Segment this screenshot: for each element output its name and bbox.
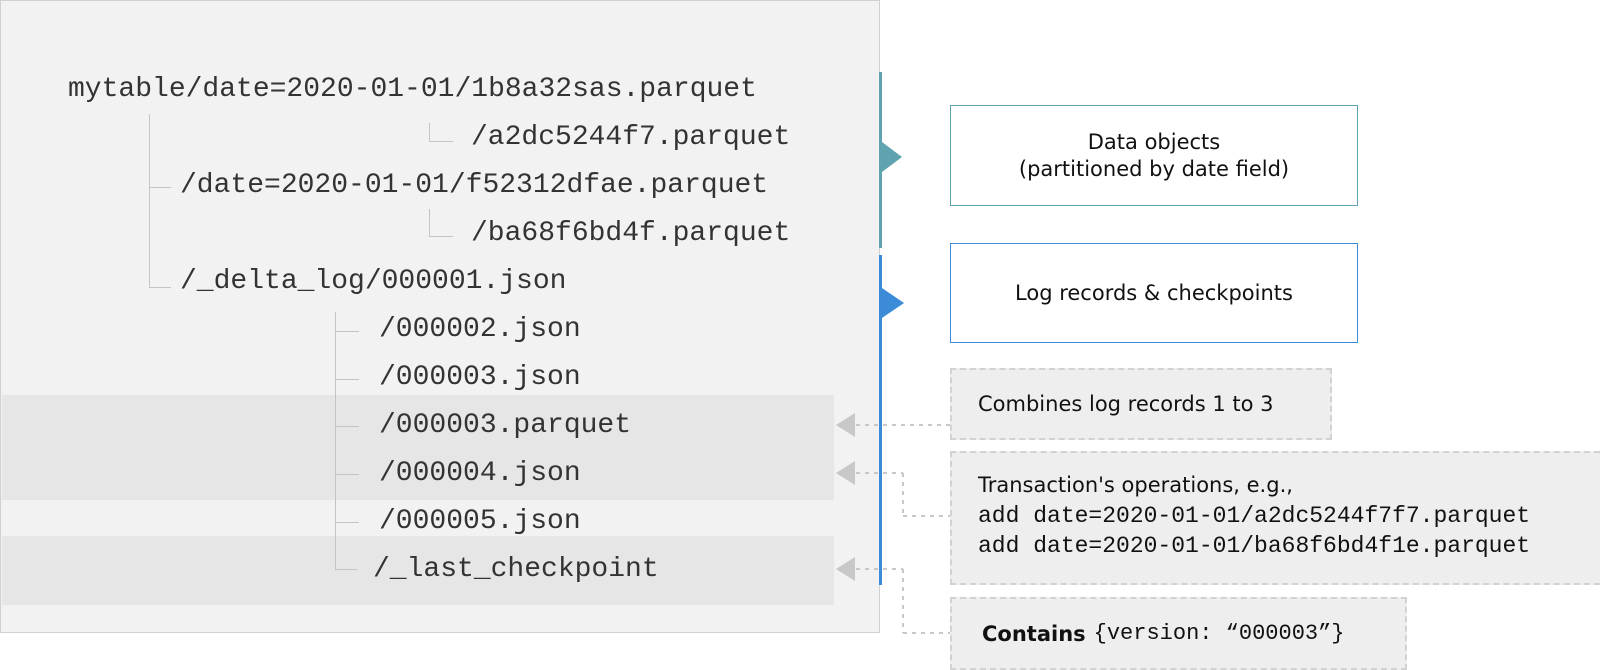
data-objects-title: Data objects bbox=[1087, 129, 1221, 154]
data-objects-subtitle: (partitioned by date field) bbox=[1018, 156, 1290, 181]
path-entry: /_last_checkpoint bbox=[373, 554, 659, 585]
tree-connector bbox=[149, 114, 150, 288]
tree-connector bbox=[335, 474, 359, 475]
path-entry: /000003.parquet bbox=[379, 410, 632, 441]
checkpoint-highlight-band bbox=[2, 395, 834, 500]
arrow-left-icon bbox=[836, 413, 855, 437]
tree-connector bbox=[335, 569, 357, 570]
transaction-op-line: add date=2020-01-01/ba68f6bd4f1e.parquet bbox=[978, 533, 1531, 559]
path-entry: /ba68f6bd4f.parquet bbox=[471, 218, 791, 249]
file-tree-panel: mytable/date=2020-01-01/1b8a32sas.parque… bbox=[0, 0, 880, 633]
tree-connector bbox=[335, 312, 336, 570]
log-records-label: Log records & checkpoints bbox=[1015, 280, 1293, 305]
tree-connector bbox=[149, 287, 171, 288]
log-records-box: Log records & checkpoints bbox=[950, 243, 1358, 343]
tree-connector bbox=[429, 141, 453, 142]
combines-note: Combines log records 1 to 3 bbox=[950, 368, 1332, 440]
arrow-left-icon bbox=[836, 461, 855, 485]
log-records-pointer-icon bbox=[882, 288, 904, 318]
transaction-op-line: add date=2020-01-01/a2dc5244f7f7.parquet bbox=[978, 503, 1531, 529]
contains-note-label: Contains bbox=[982, 621, 1086, 646]
path-entry: /a2dc5244f7.parquet bbox=[471, 122, 791, 153]
tree-connector bbox=[429, 236, 453, 237]
log-records-bracket bbox=[879, 255, 904, 585]
dotted-connectors bbox=[856, 424, 950, 634]
arrow-left-icon bbox=[836, 557, 855, 581]
data-objects-box: Data objects (partitioned by date field) bbox=[950, 105, 1358, 206]
data-objects-bracket bbox=[879, 72, 902, 248]
tree-connector bbox=[429, 209, 430, 236]
contains-note: Contains {version: “000003”} bbox=[950, 597, 1407, 670]
tree-connector bbox=[335, 379, 359, 380]
path-entry: /000002.json bbox=[379, 314, 581, 345]
contains-note-code: {version: “000003”} bbox=[1093, 621, 1345, 646]
tree-connector bbox=[335, 331, 359, 332]
path-entry: /000003.json bbox=[379, 362, 581, 393]
last-checkpoint-highlight-band bbox=[2, 536, 834, 605]
tree-connector bbox=[429, 123, 430, 141]
path-entry: /000004.json bbox=[379, 458, 581, 489]
path-entry: /000005.json bbox=[379, 506, 581, 537]
combines-note-text: Combines log records 1 to 3 bbox=[978, 392, 1274, 416]
root-path: mytable/date=2020-01-01/1b8a32sas.parque… bbox=[68, 74, 757, 105]
transaction-note: Transaction's operations, e.g., add date… bbox=[950, 451, 1600, 585]
tree-connector bbox=[335, 522, 359, 523]
data-objects-pointer-icon bbox=[882, 142, 902, 172]
transaction-note-heading: Transaction's operations, e.g., bbox=[978, 473, 1293, 497]
tree-connector bbox=[335, 426, 359, 427]
tree-connector bbox=[149, 187, 171, 188]
path-entry: /date=2020-01-01/f52312dfae.parquet bbox=[180, 170, 769, 201]
path-entry: /_delta_log/000001.json bbox=[180, 266, 567, 297]
